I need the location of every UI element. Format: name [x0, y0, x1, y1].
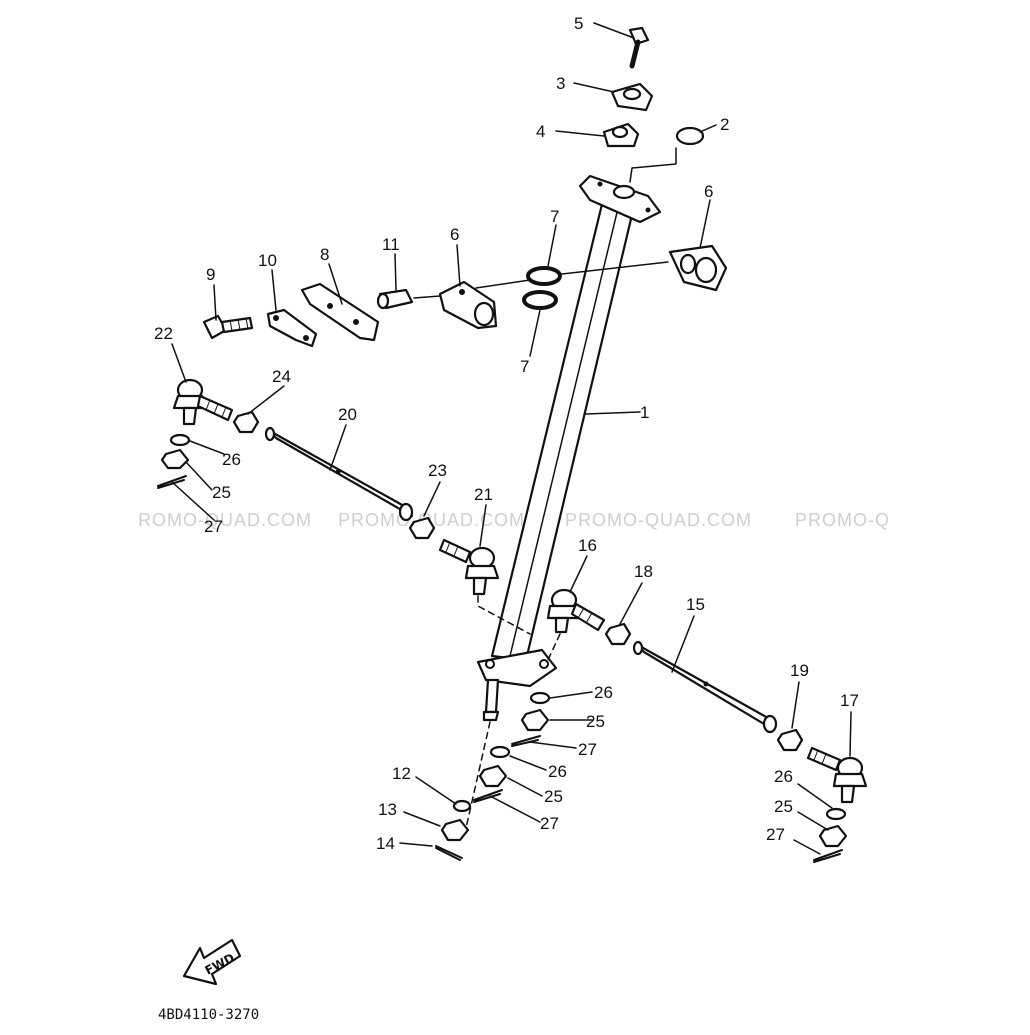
tie-rod-end-16: [546, 588, 606, 634]
tie-rod-20: [264, 426, 414, 522]
diagram-code: 4BD4110-3270: [158, 1007, 259, 1023]
callout-26-left: 26: [222, 450, 241, 469]
bushing-6-left: [438, 280, 498, 330]
cotter-pin-27-left: [157, 475, 187, 489]
callout-25-center-upper: 25: [586, 712, 605, 731]
callout-9: 9: [206, 265, 215, 284]
plate-8: [300, 282, 380, 342]
callout-14: 14: [376, 834, 395, 853]
callout-18: 18: [634, 562, 653, 581]
nut-25-left: [160, 448, 190, 470]
holder-upper-3: [610, 82, 654, 112]
cotter-pin-27-right: [813, 849, 843, 863]
bushing-6-right: [668, 244, 728, 292]
callout-6-right: 6: [704, 182, 713, 201]
callout-20: 20: [338, 405, 357, 424]
cotter-pin-14: [435, 845, 463, 861]
bolt-9: [202, 314, 254, 340]
cotter-pin-27-center-lower: [473, 789, 503, 803]
leader-cap-2-column: [629, 147, 677, 183]
washer-12: [452, 799, 472, 813]
callout-25-left: 25: [212, 483, 231, 502]
watermark-1: ROMO-QUAD.COM: [138, 510, 312, 530]
nut-23: [408, 516, 436, 540]
circlip-7-upper: [526, 266, 562, 286]
callout-6-left: 6: [450, 225, 459, 244]
nut-25-center-upper: [520, 708, 550, 732]
leader-column-dashed: [465, 721, 491, 829]
holder-lower-4: [602, 122, 640, 148]
nut-25-right: [818, 824, 848, 848]
lock-washer-10: [266, 308, 318, 348]
washer-26-left: [169, 433, 191, 447]
callout-7-lower: 7: [520, 357, 529, 376]
callout-8: 8: [320, 245, 329, 264]
circlip-7-lower: [522, 290, 558, 310]
callout-12: 12: [392, 764, 411, 783]
callout-25-center-lower: 25: [544, 787, 563, 806]
watermark-2: PROMO-QUAD.COM: [338, 510, 525, 530]
fwd-arrow: FWD: [182, 938, 242, 986]
callout-2: 2: [720, 115, 729, 134]
callout-3: 3: [556, 74, 565, 93]
nut-19: [776, 728, 804, 752]
callout-25-right: 25: [774, 797, 793, 816]
callout-27-center-lower: 27: [540, 814, 559, 833]
callout-26-right: 26: [774, 767, 793, 786]
tie-rod-end-21: [438, 538, 500, 596]
nut-24: [232, 410, 260, 434]
leader-collar-bushing: [413, 295, 441, 299]
callout-7-upper: 7: [550, 207, 559, 226]
callout-4: 4: [536, 122, 545, 141]
watermark-3: PROMO-QUAD.COM: [565, 510, 752, 530]
washer-26-center-upper: [529, 691, 551, 705]
nut-25-center-lower: [478, 764, 508, 788]
leader-21-dashed: [477, 595, 531, 635]
callout-24: 24: [272, 367, 291, 386]
watermark-4: PROMO-Q: [795, 510, 890, 530]
cap-2: [675, 126, 705, 146]
callout-1: 1: [640, 403, 649, 422]
callout-leaders: [171, 22, 852, 855]
callout-21: 21: [474, 485, 493, 504]
collar-11: [376, 288, 414, 310]
callout-10: 10: [258, 251, 277, 270]
leader-bushing-line: [475, 261, 669, 289]
column-lower-arm: [476, 648, 558, 722]
leader-16-dashed: [547, 633, 561, 661]
callout-16: 16: [578, 536, 597, 555]
nut-13: [440, 818, 470, 842]
callout-26-center-upper: 26: [594, 683, 613, 702]
callout-5: 5: [574, 14, 583, 33]
tie-rod-end-22: [172, 378, 234, 426]
tie-rod-end-17: [806, 746, 868, 804]
callout-17: 17: [840, 691, 859, 710]
callout-13: 13: [378, 800, 397, 819]
callout-11: 11: [382, 235, 400, 254]
callout-15: 15: [686, 595, 705, 614]
callout-27-center-upper: 27: [578, 740, 597, 759]
callout-27-right: 27: [766, 825, 785, 844]
bolt-5: [628, 26, 650, 69]
tie-rod-15: [632, 640, 778, 734]
callout-27-left: 27: [204, 517, 223, 536]
washer-26-center-lower: [489, 745, 511, 759]
nut-18: [604, 622, 632, 646]
washer-26-right: [825, 807, 847, 821]
cotter-pin-27-center-upper: [511, 735, 541, 747]
callout-22: 22: [154, 324, 173, 343]
callout-19: 19: [790, 661, 809, 680]
callout-23: 23: [428, 461, 447, 480]
column-upper-plate: [578, 174, 662, 224]
callout-26-center-lower: 26: [548, 762, 567, 781]
